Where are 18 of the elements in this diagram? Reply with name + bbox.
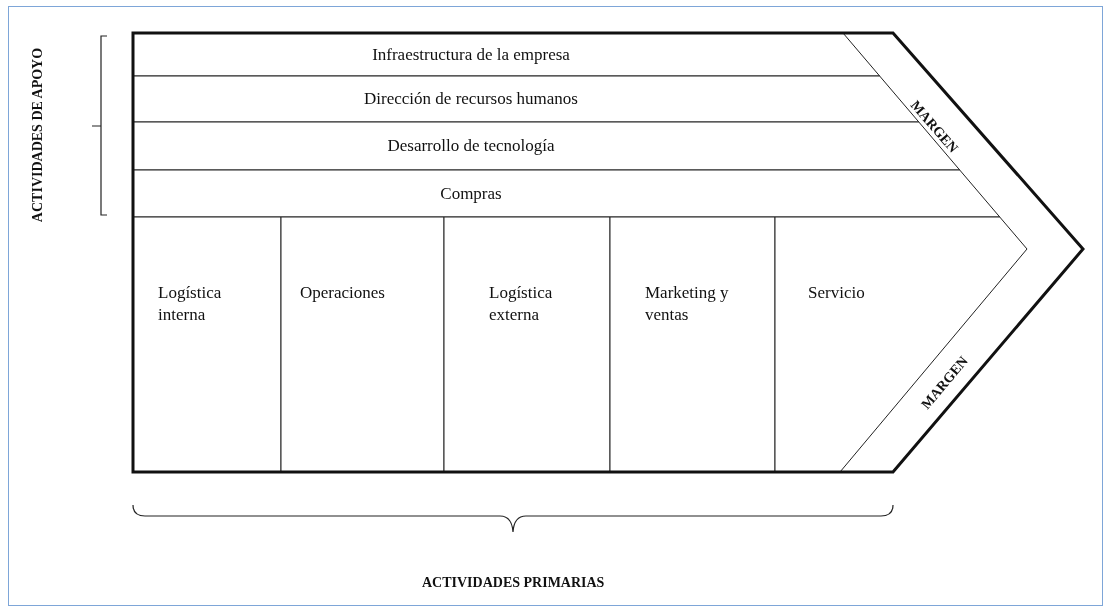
activity-label: Operaciones (300, 282, 386, 304)
activity-label: Servicio (808, 282, 866, 304)
primary-activity-column (444, 217, 610, 472)
activity-label: Desarrollo de tecnología (386, 135, 556, 157)
support-activity-band (133, 33, 880, 76)
activity-label: Compras (439, 182, 503, 205)
axis-title: ACTIVIDADES PRIMARIAS (422, 575, 605, 591)
primary-activity-column (610, 217, 775, 472)
activity-label: Marketing y ventas (645, 282, 730, 326)
axis-title: ACTIVIDADES DE APOYO (30, 47, 47, 223)
primary-activity-column (775, 217, 1027, 472)
support-activity-band (133, 170, 1000, 217)
activity-label: Dirección de recursos humanos (363, 88, 579, 110)
primary-activity-column (281, 217, 444, 472)
activity-label: Infraestructura de la empresa (371, 43, 571, 66)
primary-activity-column (133, 217, 281, 472)
activity-label: Logística externa (489, 282, 554, 326)
activity-label: Logística interna (158, 282, 223, 326)
